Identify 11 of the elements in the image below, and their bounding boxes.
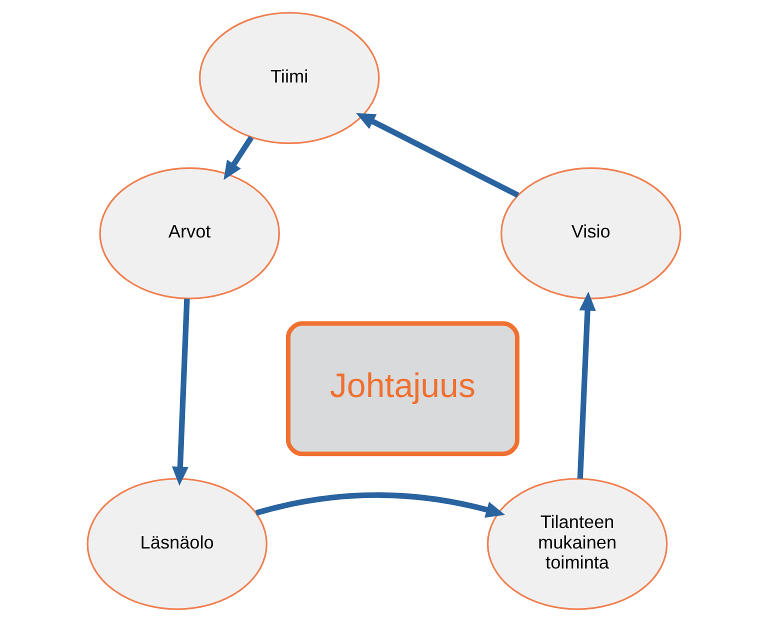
arrow bbox=[255, 492, 506, 518]
node-ellipse: Tilanteen mukainen toiminta bbox=[486, 478, 668, 610]
arrow bbox=[172, 298, 190, 486]
arrow bbox=[356, 113, 520, 198]
node-ellipse: Visio bbox=[500, 167, 682, 300]
node-ellipse: Arvot bbox=[99, 167, 280, 300]
node-ellipse: Läsnäolo bbox=[86, 478, 268, 610]
node-box: Johtajuus bbox=[286, 321, 520, 456]
arrow bbox=[577, 292, 596, 479]
node-ellipse: Tiimi bbox=[198, 12, 380, 144]
arrow bbox=[224, 136, 254, 180]
